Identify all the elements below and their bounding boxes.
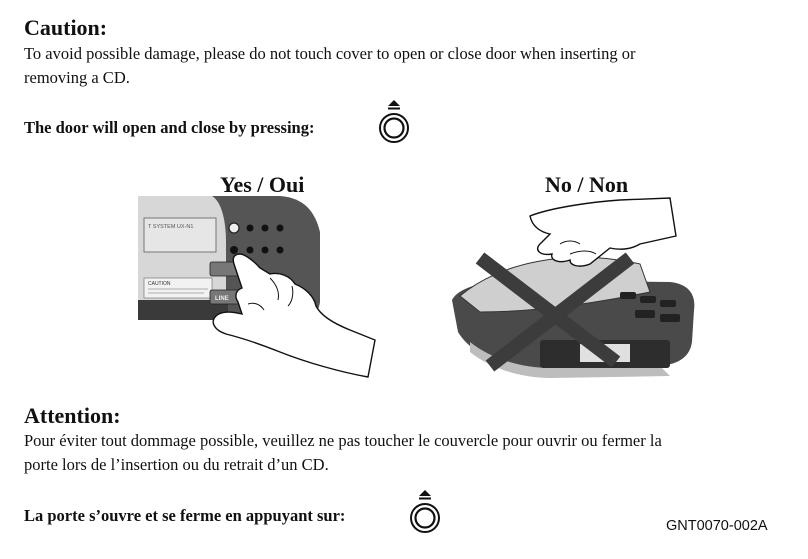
caution-instruction: The door will open and close by pressing… bbox=[24, 118, 315, 137]
caution-body-line-2: removing a CD. bbox=[24, 68, 130, 87]
incorrect-usage-illustration bbox=[452, 197, 695, 378]
device-caution-text: CAUTION bbox=[148, 281, 171, 287]
no-label: No / Non bbox=[545, 172, 629, 197]
caution-body-line-1: To avoid possible damage, please do not … bbox=[24, 44, 636, 63]
caution-heading: Caution: bbox=[24, 15, 108, 40]
attention-body-line-2: porte lors de l’insertion ou du retrait … bbox=[24, 455, 329, 474]
document-code: GNT0070-002A bbox=[666, 518, 768, 534]
attention-instruction: La porte s’ouvre et se ferme en appuyant… bbox=[24, 506, 346, 525]
device-system-text: T SYSTEM UX-N1 bbox=[148, 224, 193, 230]
attention-body-line-1: Pour éviter tout dommage possible, veuil… bbox=[24, 431, 662, 450]
correct-usage-illustration: T SYSTEM UX-N1 CAUTION LINE bbox=[138, 196, 376, 378]
eject-button-icon bbox=[379, 100, 409, 143]
attention-heading: Attention: bbox=[24, 403, 121, 428]
eject-button-icon-fr bbox=[410, 490, 440, 533]
yes-label: Yes / Oui bbox=[220, 172, 305, 197]
device-line-text: LINE bbox=[215, 296, 229, 302]
